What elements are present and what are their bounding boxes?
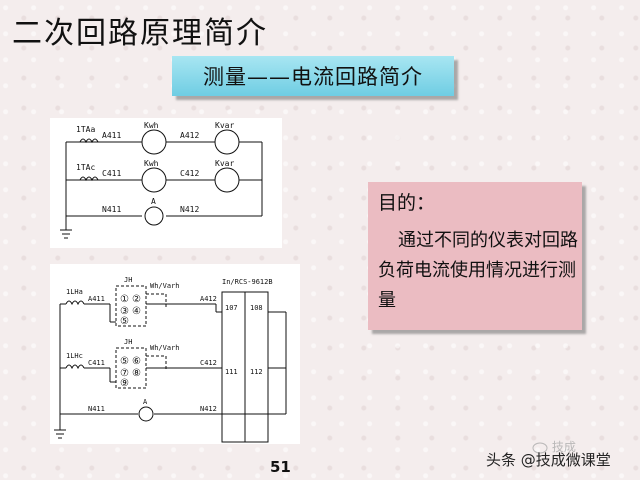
kwh-label-a: Kwh	[144, 121, 159, 130]
purpose-text: 通过不同的仪表对回路负荷电流使用情况进行测量	[378, 230, 578, 311]
watermark-logo-icon	[532, 442, 548, 453]
wire-a412-b: A412	[200, 295, 217, 303]
ammeter-b-label: A	[143, 398, 148, 406]
wire-n412-b: N412	[200, 405, 217, 413]
terminal-112: 112	[250, 368, 263, 376]
ct-label-a-b: 1LHa	[66, 288, 83, 296]
svg-text:⑤: ⑤	[120, 316, 129, 327]
kvar-meter-a-symbol	[214, 129, 240, 155]
wire-c412-b: C412	[200, 359, 217, 367]
jh-block-a	[115, 285, 147, 327]
svg-text:③: ③	[120, 306, 129, 317]
ct-label-c: 1TAc	[76, 163, 95, 172]
wire-c412: C412	[180, 169, 199, 178]
jh-label-a: JH	[124, 276, 132, 284]
svg-text:⑤: ⑤	[120, 356, 129, 367]
purpose-box: 目的： 通过不同的仪表对回路负荷电流使用情况进行测量	[368, 182, 582, 330]
wire-n412: N412	[180, 205, 199, 214]
wire-c411-b: C411	[88, 359, 105, 367]
subtitle-banner: 测量——电流回路简介	[172, 56, 454, 96]
kwh-meter-c-symbol	[141, 167, 167, 193]
kvar-meter-c-symbol	[214, 167, 240, 193]
kvar-label-c: Kvar	[215, 159, 234, 168]
page-number: 51	[270, 458, 291, 476]
svg-text:②: ②	[132, 294, 141, 305]
purpose-title: 目的：	[378, 192, 436, 214]
watermark-text: 技成	[551, 440, 576, 454]
terminal-107: 107	[225, 304, 238, 312]
terminal-111: 111	[225, 368, 238, 376]
watermark: 技成	[532, 438, 576, 455]
jh-label-c: JH	[124, 338, 132, 346]
whvarh-label-c: Wh/Varh	[150, 344, 180, 352]
wire-a412: A412	[180, 131, 199, 140]
wire-c411: C411	[102, 169, 121, 178]
slide-title: 二次回路原理简介	[12, 16, 268, 51]
svg-text:⑦: ⑦	[120, 368, 129, 379]
source-label: 头条 @技成微课堂	[486, 451, 611, 469]
ct-label-a: 1TAa	[76, 125, 95, 134]
svg-text:⑨: ⑨	[120, 378, 129, 389]
kwh-label-c: Kwh	[144, 159, 159, 168]
svg-text:⑥: ⑥	[132, 356, 141, 367]
wire-n411-b: N411	[88, 405, 105, 413]
wire-a411: A411	[102, 131, 121, 140]
wire-a411-b: A411	[88, 295, 105, 303]
terminal-108: 108	[250, 304, 263, 312]
meter-circuit-diagram: 1TAa 1TAc A411 C411 N411 A412 C412 N412 …	[50, 118, 282, 248]
kwh-meter-a-symbol	[141, 129, 167, 155]
svg-text:①: ①	[120, 294, 129, 305]
svg-text:⑧: ⑧	[132, 368, 141, 379]
whvarh-label-a: Wh/Varh	[150, 282, 180, 290]
subtitle-text: 测量——电流回路简介	[203, 65, 423, 89]
ct-label-c-b: 1LHc	[66, 352, 83, 360]
meter-circuit-svg: 1TAa 1TAc A411 C411 N411 A412 C412 N412 …	[60, 121, 263, 239]
ammeter-b-symbol	[138, 406, 154, 422]
ammeter-symbol	[144, 206, 164, 226]
ammeter-label: A	[151, 197, 156, 206]
wire-n411: N411	[102, 205, 121, 214]
device-label: In/RCS-9612B	[222, 278, 273, 286]
kvar-label-a: Kvar	[215, 121, 234, 130]
svg-text:④: ④	[132, 306, 141, 317]
